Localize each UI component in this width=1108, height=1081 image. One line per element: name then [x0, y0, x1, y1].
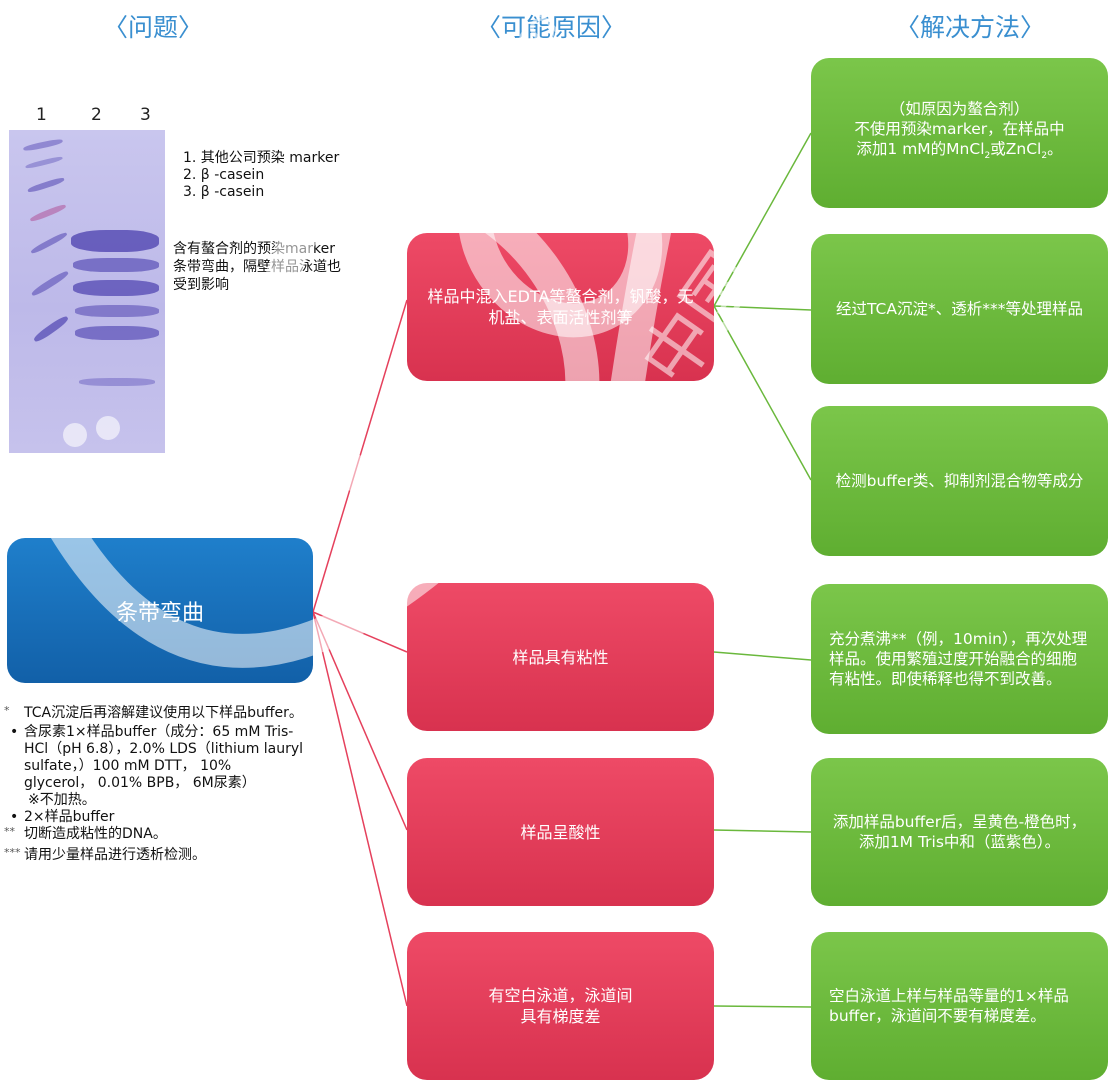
- connector-cause-solution-2: [713, 305, 812, 311]
- bullet-icon: •: [10, 724, 19, 740]
- bullet-icon: •: [10, 809, 19, 825]
- solution-text: 不使用预染marker，在样品中: [854, 120, 1065, 139]
- connector-problem-cause-3: [312, 611, 408, 831]
- footnote-star3: *** 请用少量样品进行透析检测。: [4, 846, 206, 863]
- cause-box-chelator: 样品中混入EDTA等螯合剂，钒酸，无机盐、表面活性剂等: [407, 233, 714, 381]
- header-problem: 〈问题〉: [103, 13, 204, 42]
- lane-number-1: 1: [36, 105, 47, 125]
- cause-box-viscous: 样品具有粘性: [407, 583, 714, 731]
- footnote-marker: *: [4, 704, 10, 717]
- connector-problem-cause-1: [312, 299, 408, 613]
- solution-box-tca: 经过TCA沉淀*、透析***等处理样品: [811, 234, 1108, 384]
- cause-text: 样品中混入EDTA等螯合剂，钒酸，无机盐、表面活性剂等: [427, 287, 694, 327]
- solution-box-chelator: （如原因为螯合剂） 不使用预染marker，在样品中 添加1 mM的MnCl2或…: [811, 58, 1108, 208]
- solution-box-blank: 空白泳道上样与样品等量的1×样品buffer，泳道间不要有梯度差。: [811, 932, 1108, 1080]
- connector-cause-solution-3: [713, 305, 812, 481]
- footnote-star2: ** 切断造成粘性的DNA。: [4, 825, 167, 842]
- footnote-star1: * TCA沉淀后再溶解建议使用以下样品buffer。: [4, 704, 303, 721]
- gel-image: [9, 130, 165, 453]
- cause-text: 样品呈酸性: [520, 822, 601, 842]
- legend-item: 1. 其他公司预染 marker: [183, 150, 340, 166]
- legend-item: 3. β -casein: [183, 184, 265, 200]
- cause-text: 样品具有粘性: [512, 647, 609, 667]
- solution-text: 充分煮沸**（例，10min），再次处理样品。使用繁殖过度开始融合的细胞有粘性。…: [829, 630, 1088, 688]
- footnote-marker: ***: [4, 846, 21, 859]
- cause-box-acidic: 样品呈酸性: [407, 758, 714, 906]
- solution-text: 空白泳道上样与样品等量的1×样品buffer，泳道间不要有梯度差。: [829, 987, 1069, 1025]
- header-solution: 〈解决方法〉: [895, 13, 1046, 42]
- footnote-bullet1-note: ※不加热。: [28, 792, 96, 808]
- footnote-bullet1: • 含尿素1×样品buffer（成分：65 mM Tris-HCl（pH 6.8…: [10, 724, 304, 791]
- solution-text: （如原因为螯合剂）: [889, 100, 1030, 119]
- lane-number-2: 2: [91, 105, 102, 125]
- connector-problem-cause-4: [312, 611, 408, 1007]
- solution-box-tris: 添加样品buffer后，呈黄色-橙色时，添加1M Tris中和（蓝紫色）。: [811, 758, 1108, 906]
- footnote-marker: **: [4, 825, 15, 838]
- solution-text: 经过TCA沉淀*、透析***等处理样品: [836, 300, 1083, 318]
- solution-text: 添加1 mM的MnCl2或ZnCl2。: [856, 140, 1063, 162]
- gel-legend: 1. 其他公司预染 marker 2. β -casein 3. β -case…: [183, 150, 339, 201]
- cause-text: 有空白泳道，泳道间 具有梯度差: [488, 986, 633, 1026]
- cause-box-blank-lane: 有空白泳道，泳道间 具有梯度差: [407, 932, 714, 1080]
- connector-cause-solution-6: [713, 1005, 812, 1008]
- connector-cause-solution-1: [713, 132, 812, 307]
- gel-note: 含有螯合剂的预染marker条带弯曲，隔壁样品泳道也受到影响: [173, 241, 341, 293]
- lane-number-3: 3: [140, 105, 151, 125]
- solution-box-buffer-check: 检测buffer类、抑制剂混合物等成分: [811, 406, 1108, 556]
- legend-item: 2. β -casein: [183, 167, 265, 183]
- connector-cause-solution-4: [713, 651, 812, 661]
- problem-box: 条带弯曲: [7, 538, 313, 683]
- connector-cause-solution-5: [713, 829, 812, 833]
- footnote-bullet2: • 2×样品buffer: [10, 809, 115, 825]
- solution-box-boil: 充分煮沸**（例，10min），再次处理样品。使用繁殖过度开始融合的细胞有粘性。…: [811, 584, 1108, 734]
- footnotes: * TCA沉淀后再溶解建议使用以下样品buffer。 • 含尿素1×样品buff…: [4, 704, 304, 864]
- solution-text: 检测buffer类、抑制剂混合物等成分: [835, 472, 1084, 490]
- solution-text: 添加样品buffer后，呈黄色-橙色时，添加1M Tris中和（蓝紫色）。: [832, 813, 1087, 851]
